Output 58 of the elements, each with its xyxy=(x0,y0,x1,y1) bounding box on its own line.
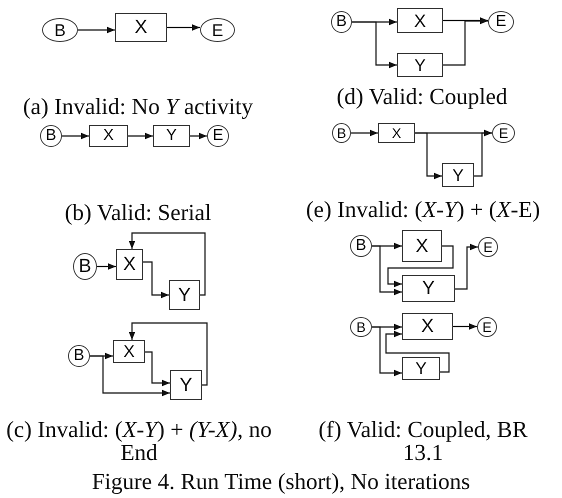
circle-node: B xyxy=(40,125,62,147)
circle-node: E xyxy=(207,125,229,147)
subfigure-caption: (a) Invalid: No Y activity xyxy=(22,95,254,118)
circle-node: B xyxy=(350,317,372,337)
arrow xyxy=(62,132,89,140)
activity-box: X xyxy=(89,125,128,147)
circle-node: B xyxy=(68,345,90,367)
arrow xyxy=(474,130,492,177)
activity-box: Y xyxy=(169,280,200,310)
arrow xyxy=(443,17,488,24)
activity-box: Y xyxy=(402,357,440,380)
arrow xyxy=(385,330,450,373)
arrow xyxy=(190,132,207,140)
arrow xyxy=(167,24,200,31)
subfigure-caption: (e) Invalid: (X-Y) + (X-E) xyxy=(305,198,541,221)
subfigure-caption: (f) Valid: Coupled, BR 13.1 xyxy=(317,418,529,464)
arrow xyxy=(97,263,116,270)
activity-box: X xyxy=(116,249,143,280)
subfigure-caption: (c) Invalid: (X-Y) + (Y-X), no End xyxy=(5,418,273,464)
arrow xyxy=(455,244,478,290)
activity-box: X xyxy=(115,13,167,42)
subfigure-caption: (b) Valid: Serial xyxy=(64,201,212,224)
circle-node: B xyxy=(42,18,78,42)
arrow xyxy=(128,322,208,386)
circle-node: E xyxy=(492,123,515,143)
activity-box: Y xyxy=(442,163,474,187)
subfigure-caption: (d) Valid: Coupled xyxy=(336,85,508,108)
arrow xyxy=(90,355,170,396)
arrow xyxy=(372,326,402,376)
arrow xyxy=(145,351,170,386)
activity-box: Y xyxy=(153,125,190,147)
circle-node: B xyxy=(350,235,372,257)
arrow xyxy=(352,21,397,68)
activity-box: X xyxy=(113,340,145,363)
activity-box: X xyxy=(402,313,453,340)
arrow xyxy=(372,245,402,296)
activity-box: Y xyxy=(170,370,202,400)
circle-node: B xyxy=(73,253,97,280)
circle-node: B xyxy=(331,11,352,33)
activity-box: X xyxy=(378,123,415,143)
activity-box: Y xyxy=(397,53,443,77)
arrow xyxy=(143,261,169,298)
circle-node: B xyxy=(332,123,351,143)
arrow xyxy=(128,132,153,140)
figure-caption: Figure 4. Run Time (short), No iterations xyxy=(90,470,472,493)
activity-box: Y xyxy=(402,275,455,302)
circle-node: E xyxy=(488,11,514,33)
arrow xyxy=(351,130,378,136)
activity-box: X xyxy=(397,8,443,33)
arrow xyxy=(415,132,442,180)
arrow xyxy=(387,245,454,288)
arrow xyxy=(78,26,115,34)
circle-node: E xyxy=(200,18,235,42)
arrow xyxy=(453,323,477,330)
arrow xyxy=(128,232,206,296)
activity-box: X xyxy=(402,230,442,262)
circle-node: E xyxy=(478,237,498,257)
circle-node: E xyxy=(477,317,497,337)
